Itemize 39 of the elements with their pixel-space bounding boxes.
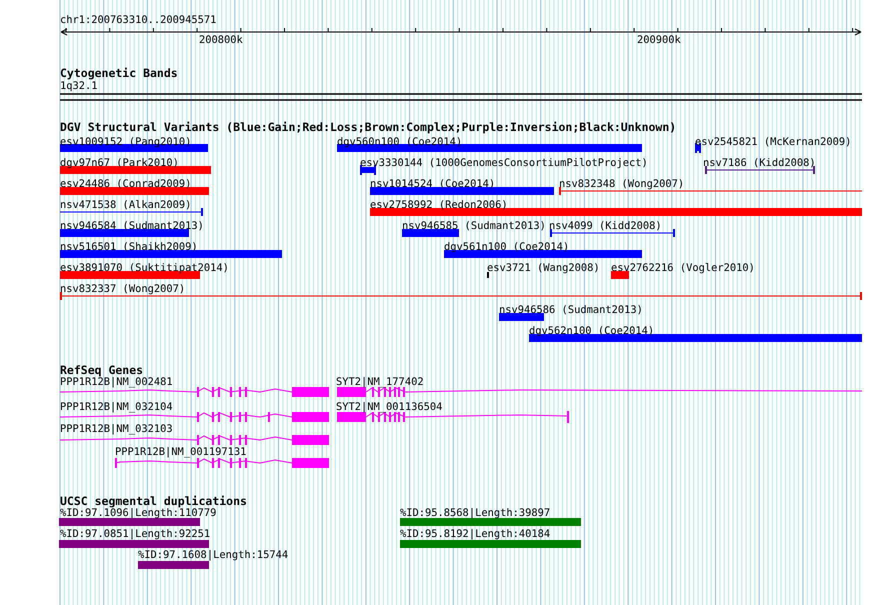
feature-label: dgv97n67 (Park2010) [60,157,179,169]
tick-label: 200900k [637,34,681,46]
feature-label: nsv832348 (Wong2007) [559,178,684,190]
tick-label: 200800k [199,34,243,46]
gene-label: PPP1R12B|NM_002481 [60,376,173,388]
gene-label: PPP1R12B|NM_032104 [60,401,173,413]
gene-label: SYT2|NM_177402 [336,376,424,388]
feature-label: %ID:97.0851|Length:92251 [60,528,210,540]
gene-label: SYT2|NM_001136504 [336,401,442,413]
feature-label: nsv1014524 (Coe2014) [370,178,496,190]
feature-label: dgv562n100 (Coe2014) [529,325,654,337]
feature-label: nsv946584 (Sudmant2013) [60,220,204,232]
band-label: 1q32.1 [60,80,98,92]
feature-label: nsv4099 (Kidd2008) [549,220,662,232]
feature-label: esv24486 (Conrad2009) [60,178,192,190]
gene-label: PPP1R12B|NM_032103 [60,423,173,435]
feature-label: %ID:95.8568|Length:39897 [400,507,550,519]
feature-label: nsv946586 (Sudmant2013) [499,304,643,316]
feature-label: esv3891070 (Suktitipat2014) [60,262,229,274]
feature-label: nsv471538 (Alkan2009) [60,199,192,211]
track-title: Cytogenetic Bands [60,67,178,79]
track-title: UCSC segmental duplications [60,495,247,507]
feature-label: esv3330144 (1000GenomesConsortiumPilotProject) [360,157,648,169]
coordinate-label: chr1:200763310..200945571 [60,14,216,26]
gene-label: PPP1R12B|NM_001197131 [115,446,246,458]
feature-label: %ID:97.1096|Length:110779 [60,507,216,519]
feature-label: %ID:97.1608|Length:15744 [138,549,288,561]
feature-label: esv2545821 (McKernan2009) [695,136,852,148]
feature-label: dgv561n100 (Coe2014) [444,241,570,253]
feature-label: nsv516501 (Shaikh2009) [60,241,198,253]
feature-label: nsv7186 (Kidd2008) [703,157,816,169]
track-title: DGV Structural Variants (Blue:Gain;Red:Loss;Brown:Complex;Purple:Inversion;Black:Unknown) [60,121,676,133]
feature-label: %ID:95.8192|Length:40184 [400,528,550,540]
feature-label: esv3721 (Wang2008) [487,262,600,274]
feature-label: nsv946585 (Sudmant2013) [402,220,546,232]
feature-label: esv2762216 (Vogler2010) [611,262,755,274]
track-title: RefSeq Genes [60,364,144,376]
feature-label: esv2758992 (Redon2006) [370,199,508,211]
feature-label: nsv832337 (Wong2007) [60,283,186,295]
